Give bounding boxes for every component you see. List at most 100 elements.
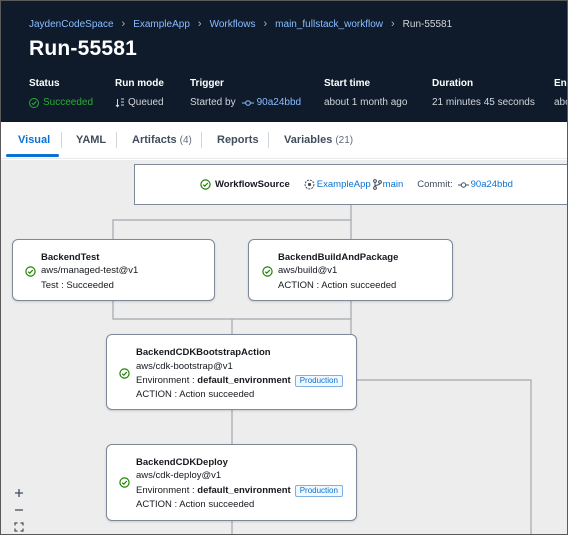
breadcrumb-current: Run-55581 bbox=[402, 18, 453, 30]
success-check-icon bbox=[119, 477, 130, 491]
action-name: BackendCDKBootstrapAction bbox=[136, 347, 271, 358]
tab-divider bbox=[116, 132, 117, 148]
tab-label: Visual bbox=[18, 134, 51, 146]
status-text: Succeeded bbox=[43, 97, 94, 108]
success-check-icon bbox=[200, 179, 211, 190]
action-status: ACTION : Action succeeded bbox=[136, 499, 255, 510]
workflow-edges bbox=[112, 205, 532, 534]
status-label: Status bbox=[29, 78, 60, 89]
branch-link[interactable]: main bbox=[382, 179, 404, 190]
run-mode-field: Run mode Queued bbox=[115, 78, 164, 108]
start-time-field: Start time about 1 month ago bbox=[324, 78, 407, 108]
tab-artifacts[interactable]: Artifacts(4) bbox=[132, 134, 192, 146]
end-label: End bbox=[554, 78, 567, 89]
chevron-right-icon: › bbox=[197, 18, 202, 30]
status-value: Action succeeded bbox=[179, 499, 255, 510]
trigger-label: Trigger bbox=[190, 78, 224, 89]
zoom-controls bbox=[9, 484, 29, 534]
action-node-build-package[interactable]: BackendBuildAndPackage aws/build@v1 ACTI… bbox=[248, 239, 453, 301]
tab-count: (21) bbox=[335, 135, 354, 146]
tab-divider bbox=[268, 132, 269, 148]
tab-count: (4) bbox=[179, 135, 192, 146]
status-key: Test bbox=[41, 280, 59, 291]
breadcrumb-workflows[interactable]: Workflows bbox=[209, 18, 256, 30]
action-node-backend-test[interactable]: BackendTest aws/managed-test@v1 Test : S… bbox=[12, 239, 215, 301]
page-title: Run-55581 bbox=[29, 37, 138, 60]
edge-test-bootstrap bbox=[112, 301, 233, 334]
active-tab-indicator bbox=[6, 154, 59, 157]
chevron-right-icon: › bbox=[391, 18, 395, 30]
duration-field: Duration 21 minutes 45 seconds bbox=[432, 78, 535, 108]
minus-icon bbox=[15, 508, 23, 511]
edge-source-test bbox=[112, 205, 352, 239]
environment-link[interactable]: default_environment bbox=[197, 485, 291, 496]
action-name: BackendTest bbox=[41, 252, 100, 263]
edge-bootstrap-right bbox=[357, 379, 532, 534]
tab-label: Artifacts bbox=[132, 134, 177, 146]
success-check-icon bbox=[119, 368, 130, 382]
run-mode-value: Queued bbox=[115, 97, 164, 108]
status-key: ACTION bbox=[136, 389, 172, 400]
end-value: abo bbox=[554, 97, 567, 108]
tab-divider bbox=[201, 132, 202, 148]
plus-icon bbox=[15, 488, 23, 497]
environment-badge: Production bbox=[294, 485, 343, 497]
action-name: BackendBuildAndPackage bbox=[278, 252, 399, 263]
action-status: Test : Succeeded bbox=[41, 280, 114, 291]
tab-divider bbox=[61, 132, 62, 148]
action-identifier: aws/managed-test@v1 bbox=[41, 265, 139, 276]
breadcrumb-project[interactable]: ExampleApp bbox=[133, 18, 190, 30]
tab-reports[interactable]: Reports bbox=[217, 134, 259, 146]
action-name: BackendCDKDeploy bbox=[136, 457, 228, 468]
commit-link[interactable]: 90a24bbd bbox=[470, 179, 513, 190]
zoom-out-button[interactable] bbox=[9, 501, 29, 518]
environment-badge: Production bbox=[294, 375, 343, 387]
breadcrumb-space[interactable]: JaydenCodeSpace bbox=[29, 18, 114, 30]
workflow-source-node[interactable]: WorkflowSource ExampleApp main Commit: 9… bbox=[134, 164, 567, 205]
success-check-icon bbox=[25, 266, 36, 280]
environment-key: Environment bbox=[136, 375, 190, 386]
status-value: Action succeeded bbox=[179, 389, 255, 400]
tab-label: Reports bbox=[217, 134, 259, 146]
fit-view-button[interactable] bbox=[9, 518, 29, 534]
breadcrumb-workflow[interactable]: main_fullstack_workflow bbox=[275, 18, 383, 30]
status-value: Succeeded bbox=[29, 97, 93, 108]
commit-label: Commit: bbox=[417, 179, 453, 190]
run-mode-text: Queued bbox=[128, 97, 164, 108]
environment-link[interactable]: default_environment bbox=[197, 375, 291, 386]
commit-icon bbox=[241, 99, 254, 107]
chevron-right-icon: › bbox=[263, 18, 268, 30]
trigger-commit-link[interactable]: 90a24bbd bbox=[256, 97, 302, 108]
edge-build-bootstrap bbox=[232, 301, 352, 320]
duration-label: Duration bbox=[432, 78, 474, 89]
chevron-right-icon: › bbox=[121, 18, 126, 30]
tab-variables[interactable]: Variables(21) bbox=[284, 134, 353, 146]
action-identifier: aws/cdk-bootstrap@v1 bbox=[136, 361, 233, 372]
breadcrumb: JaydenCodeSpace › ExampleApp › Workflows… bbox=[29, 18, 452, 30]
tab-bar: Visual YAML Artifacts(4) Reports Variabl… bbox=[1, 122, 567, 159]
zoom-in-button[interactable] bbox=[9, 484, 29, 501]
status-value: Action succeeded bbox=[321, 280, 397, 291]
trigger-field: Trigger Started by 90a24bbd bbox=[190, 78, 301, 108]
start-time-value: about 1 month ago bbox=[324, 97, 408, 108]
tab-yaml[interactable]: YAML bbox=[76, 134, 106, 146]
tab-visual[interactable]: Visual bbox=[18, 134, 50, 146]
environment-key: Environment bbox=[136, 485, 190, 496]
repo-icon bbox=[304, 179, 315, 190]
action-node-cdk-deploy[interactable]: BackendCDKDeploy aws/cdk-deploy@v1 Envir… bbox=[106, 444, 357, 521]
workflow-source-content: WorkflowSource ExampleApp main Commit: 9… bbox=[200, 179, 513, 190]
repo-link[interactable]: ExampleApp bbox=[316, 179, 371, 190]
success-check-icon bbox=[29, 97, 39, 108]
commit-icon bbox=[457, 181, 469, 189]
branch-icon bbox=[372, 179, 382, 190]
run-header: JaydenCodeSpace › ExampleApp › Workflows… bbox=[1, 1, 567, 122]
status-key: ACTION bbox=[136, 499, 172, 510]
run-mode-label: Run mode bbox=[115, 78, 164, 89]
tab-label: Variables bbox=[284, 134, 333, 146]
action-identifier: aws/cdk-deploy@v1 bbox=[136, 470, 222, 481]
workflow-source-name: WorkflowSource bbox=[215, 179, 290, 190]
action-node-cdk-bootstrap[interactable]: BackendCDKBootstrapAction aws/cdk-bootst… bbox=[106, 334, 357, 410]
